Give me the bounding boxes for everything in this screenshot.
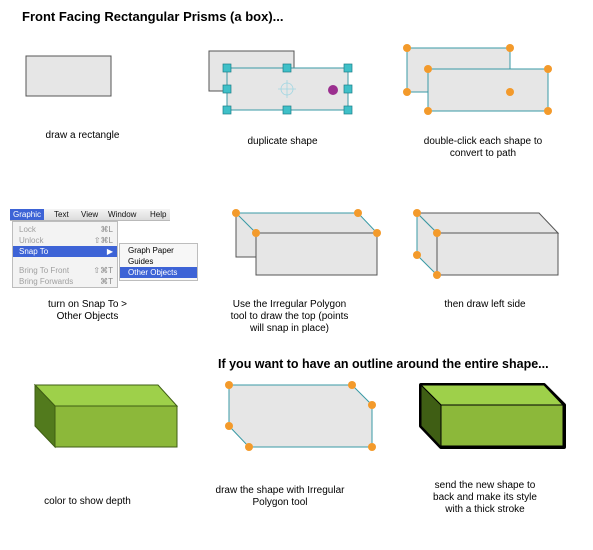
snap-to-submenu: Graph Paper Guides Other Objects: [119, 243, 198, 281]
submenu-arrow-icon: ▶: [106, 247, 113, 256]
menu-window[interactable]: Window: [108, 210, 137, 219]
step6-left-side: [413, 209, 560, 279]
outline-section-heading: If you want to have an outline around th…: [218, 357, 549, 371]
menu-item-bring-forwards[interactable]: Bring Forwards ⌘T: [19, 277, 113, 286]
submenu-item-other-objects[interactable]: Other Objects: [120, 267, 197, 278]
menu-view[interactable]: View: [81, 210, 99, 219]
step9-outlined-box: [419, 383, 566, 449]
step8-outline-polygon: [225, 381, 376, 451]
step7-green-box: [33, 383, 179, 449]
menu-graphic[interactable]: Graphic: [10, 209, 45, 220]
menu-bar: Graphic Text View Window Help: [10, 209, 170, 221]
submenu-item-guides[interactable]: Guides: [128, 257, 154, 266]
step5-top-face: [232, 209, 381, 276]
menu-text[interactable]: Text: [54, 210, 69, 219]
menu-item-lock[interactable]: Lock ⌘L: [19, 225, 113, 234]
caption-draw-top: Use the Irregular Polygon tool to draw t…: [230, 299, 349, 334]
submenu-item-graph-paper[interactable]: Graph Paper: [128, 246, 174, 255]
step1-rectangle: [25, 55, 112, 97]
step2-duplicate-shape: [208, 50, 353, 115]
caption-duplicate-shape: duplicate shape: [247, 136, 318, 147]
page-title: Front Facing Rectangular Prisms (a box).…: [22, 9, 284, 24]
caption-snap-to: turn on Snap To > Other Objects: [47, 299, 128, 322]
caption-color-depth: color to show depth: [44, 496, 131, 507]
caption-convert-to-path: double-click each shape to convert to pa…: [423, 136, 543, 159]
step3-paths: [403, 44, 552, 115]
caption-draw-rectangle: draw a rectangle: [45, 130, 120, 141]
caption-thick-stroke: send the new shape to back and make its …: [433, 480, 537, 515]
graphic-menu-screenshot: Graphic Text View Window Help Lock ⌘L Un…: [10, 209, 198, 288]
menu-item-bring-to-front[interactable]: Bring To Front ⇧⌘T: [19, 266, 113, 275]
menu-item-unlock[interactable]: Unlock ⇧⌘L: [19, 236, 113, 245]
menu-help[interactable]: Help: [150, 210, 167, 219]
menu-item-snap-to[interactable]: Snap To ▶: [13, 246, 117, 257]
caption-left-side: then draw left side: [444, 299, 526, 310]
graphic-dropdown: Lock ⌘L Unlock ⇧⌘L Snap To ▶ Bring To Fr…: [12, 221, 118, 288]
caption-outline-polygon: draw the shape with Irregular Polygon to…: [215, 485, 345, 508]
